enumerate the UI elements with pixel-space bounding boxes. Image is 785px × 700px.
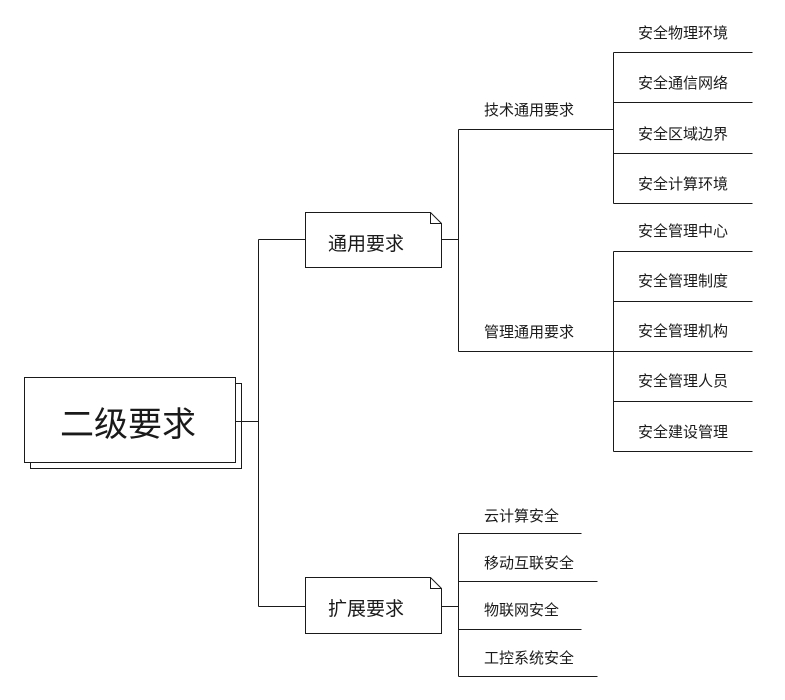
- tech-item: 安全通信网络: [638, 74, 729, 92]
- general-box: [305, 212, 442, 268]
- extended-item: 移动互联安全: [484, 554, 575, 572]
- extended-item: 云计算安全: [484, 507, 560, 525]
- mgmt-item: 安全管理人员: [638, 372, 729, 390]
- general-box-fold: [430, 212, 442, 224]
- mgmt-item: 安全建设管理: [638, 423, 729, 441]
- extended-item: 物联网安全: [484, 601, 560, 619]
- mgmt-item: 安全管理中心: [638, 222, 729, 240]
- extended-label: 扩展要求: [328, 598, 405, 620]
- mgmt-item: 安全管理机构: [638, 322, 729, 340]
- tech-item: 安全物理环境: [638, 24, 729, 42]
- root-box: [24, 377, 236, 463]
- tech-item: 安全区域边界: [638, 125, 729, 143]
- mgmt-item: 安全管理制度: [638, 272, 729, 290]
- tech-label: 技术通用要求: [484, 101, 575, 119]
- root-label: 二级要求: [60, 405, 196, 445]
- tech-item: 安全计算环境: [638, 175, 729, 193]
- mgmt-label: 管理通用要求: [484, 323, 575, 341]
- extended-box: [305, 577, 442, 634]
- general-label: 通用要求: [328, 233, 405, 255]
- extended-item: 工控系统安全: [484, 649, 575, 667]
- extended-box-fold: [430, 577, 442, 589]
